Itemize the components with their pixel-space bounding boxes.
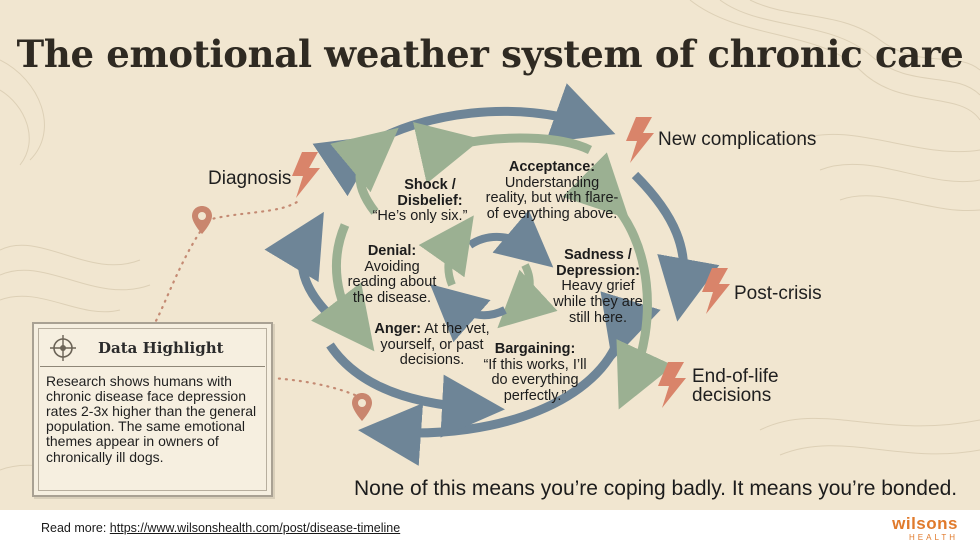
stage-denial-line3: the disease. bbox=[352, 289, 432, 306]
stage-bargaining-line1: “If this works, I’ll bbox=[483, 356, 587, 373]
read-more: Read more: https://www.wilsonshealth.com… bbox=[41, 521, 400, 535]
lightning-icon-end-of-life bbox=[658, 362, 686, 408]
location-pin-icon bbox=[352, 393, 372, 421]
stage-shock-label-2: Disbelief: bbox=[397, 192, 463, 209]
stage-anger-line3: decisions. bbox=[399, 352, 465, 369]
timeline-dotted-path bbox=[198, 198, 302, 224]
tagline: None of this means you’re coping badly. … bbox=[354, 477, 958, 500]
stage-acceptance-line3: of everything above. bbox=[486, 205, 618, 222]
location-pin-icon bbox=[192, 206, 212, 234]
inner-arrow-bottom bbox=[429, 284, 507, 343]
stage-denial-line2: reading about bbox=[347, 274, 437, 291]
inner-arrow-top bbox=[467, 209, 554, 268]
event-end-of-life-line1: End-of-life bbox=[692, 366, 779, 387]
page-title: The emotional weather system of chronic … bbox=[16, 32, 964, 76]
stage-acceptance-line2: reality, but with flare- bbox=[485, 190, 619, 207]
stage-anger: Anger: At the vet, yourself, or past dec… bbox=[370, 321, 494, 369]
stage-bargaining-label: Bargaining: bbox=[494, 341, 576, 357]
stage-acceptance-line1: Understanding bbox=[504, 174, 600, 191]
stage-sadness-label-1: Sadness / bbox=[564, 247, 632, 263]
stage-sadness-line2: while they are bbox=[553, 293, 643, 310]
stage-denial-label: Denial: bbox=[367, 243, 417, 259]
inner-arrow-left bbox=[418, 215, 474, 287]
green-arrow-top bbox=[330, 127, 399, 215]
green-arrow-left bbox=[311, 223, 375, 352]
timeline-dotted-path-lower bbox=[148, 230, 202, 332]
lightning-icon-post-crisis bbox=[702, 268, 730, 314]
event-diagnosis: Diagnosis bbox=[208, 168, 292, 189]
brand-subtitle: HEALTH bbox=[909, 533, 958, 542]
stage-sadness-line1: Heavy grief bbox=[561, 278, 635, 295]
compass-icon bbox=[50, 335, 76, 361]
brand-logo: wilsons HEALTH bbox=[892, 515, 958, 542]
emotion-cycle-diagram bbox=[148, 83, 720, 466]
stage-sadness-label-2: Depression: bbox=[556, 262, 640, 279]
stage-bargaining-line3: perfectly.” bbox=[503, 387, 567, 404]
stage-shock-label-1: Shock / bbox=[404, 177, 456, 193]
card-header: Data Highlight bbox=[40, 330, 265, 367]
data-highlight-card: Data Highlight Research shows humans wit… bbox=[32, 322, 273, 497]
outer-arrow-lower-left bbox=[326, 342, 505, 438]
stage-anger-label: Anger: bbox=[374, 321, 422, 337]
timeline-dotted-path-bottom bbox=[270, 376, 357, 397]
lightning-icon-diagnosis bbox=[292, 152, 320, 198]
stage-shock-text: “He’s only six.” bbox=[372, 208, 468, 225]
stage-anger-line2: yourself, or past bbox=[380, 336, 484, 353]
event-end-of-life: End-of-life decisions bbox=[692, 367, 779, 405]
read-more-link[interactable]: https://www.wilsonshealth.com/post/disea… bbox=[109, 521, 401, 535]
green-arrow-right bbox=[562, 152, 674, 410]
stage-denial: Denial: Avoiding reading about the disea… bbox=[342, 243, 442, 307]
infographic-canvas: The emotional weather system of chronic … bbox=[0, 0, 980, 510]
footer-bar: Read more: https://www.wilsonshealth.com… bbox=[0, 510, 980, 551]
lightning-icon-new-complications bbox=[626, 117, 654, 163]
stage-anger-line1: At the vet, bbox=[424, 321, 490, 337]
stage-bargaining: Bargaining: “If this works, I’ll do ever… bbox=[472, 341, 598, 405]
event-post-crisis: Post-crisis bbox=[734, 283, 822, 304]
card-body: Research shows humans with chronic disea… bbox=[46, 373, 257, 465]
stage-sadness-line3: still here. bbox=[568, 309, 628, 326]
stage-acceptance: Acceptance: Understanding reality, but w… bbox=[484, 159, 620, 223]
inner-arrow-right bbox=[497, 263, 558, 329]
read-more-label: Read more: bbox=[41, 521, 107, 535]
card-title: Data Highlight bbox=[98, 339, 224, 357]
event-new-complications: New complications bbox=[658, 129, 817, 150]
stage-sadness: Sadness / Depression: Heavy grief while … bbox=[546, 247, 650, 326]
stage-denial-line1: Avoiding bbox=[364, 258, 420, 275]
stage-acceptance-label: Acceptance: bbox=[508, 159, 596, 175]
brand-name: wilsons bbox=[892, 514, 958, 533]
green-arrow-upper bbox=[413, 122, 593, 184]
stage-shock: Shock / Disbelief: “He’s only six.” bbox=[368, 177, 472, 225]
event-end-of-life-line2: decisions bbox=[692, 385, 772, 406]
stage-bargaining-line2: do everything bbox=[491, 372, 579, 389]
card-inner-border bbox=[38, 328, 267, 491]
